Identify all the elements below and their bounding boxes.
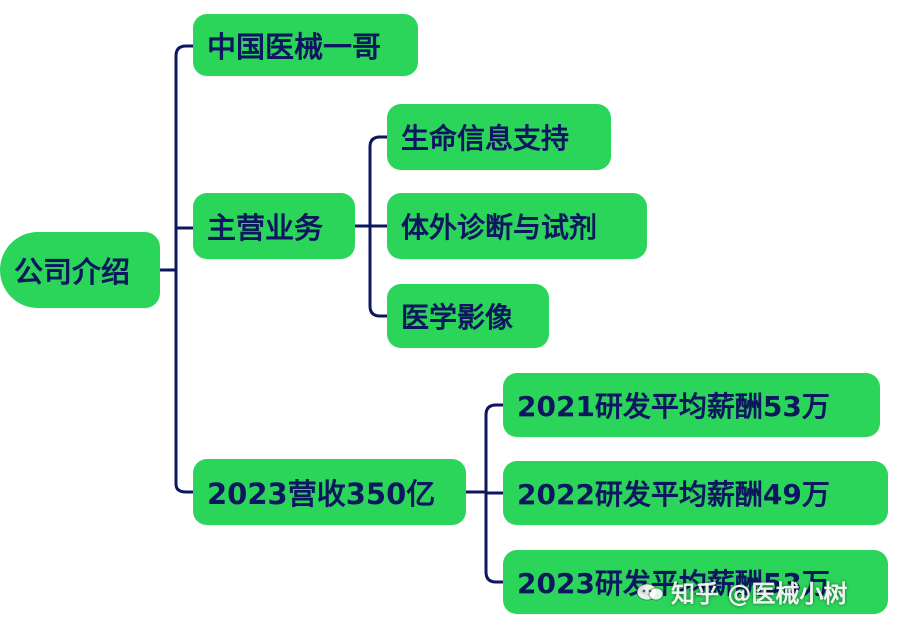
child-node-imaging[interactable]: 医学影像 <box>387 284 549 348</box>
child-node-rd-salary-2021[interactable]: 2021研发平均薪酬53万 <box>503 373 880 437</box>
child-label: 2021研发平均薪酬53万 <box>517 390 830 423</box>
child-node-life-support[interactable]: 生命信息支持 <box>387 104 611 170</box>
watermark: 知乎 @医械小树 <box>635 574 847 609</box>
branch-label: 2023营收350亿 <box>207 477 436 511</box>
child-label: 生命信息支持 <box>401 122 570 155</box>
branch-node-revenue[interactable]: 2023营收350亿 <box>193 459 466 525</box>
watermark-text: 知乎 @医械小树 <box>671 580 848 608</box>
branch-label: 中国医械一哥 <box>207 30 382 64</box>
child-node-ivd[interactable]: 体外诊断与试剂 <box>387 193 647 259</box>
branch-node-leader[interactable]: 中国医械一哥 <box>193 14 418 76</box>
branch-node-main-business[interactable]: 主营业务 <box>193 193 355 259</box>
child-node-rd-salary-2023[interactable]: 2023研发平均薪酬53万 <box>503 550 888 614</box>
zhihu-logo-icon <box>635 581 665 603</box>
root-node[interactable]: 公司介绍 <box>0 232 160 308</box>
child-label: 体外诊断与试剂 <box>401 211 598 244</box>
root-label: 公司介绍 <box>14 255 131 289</box>
child-label: 2022研发平均薪酬49万 <box>517 478 830 511</box>
child-label: 医学影像 <box>401 301 514 334</box>
child-node-rd-salary-2022[interactable]: 2022研发平均薪酬49万 <box>503 461 888 525</box>
branch-label: 主营业务 <box>207 211 324 245</box>
child-label: 2023研发平均薪酬53万 <box>517 567 830 600</box>
